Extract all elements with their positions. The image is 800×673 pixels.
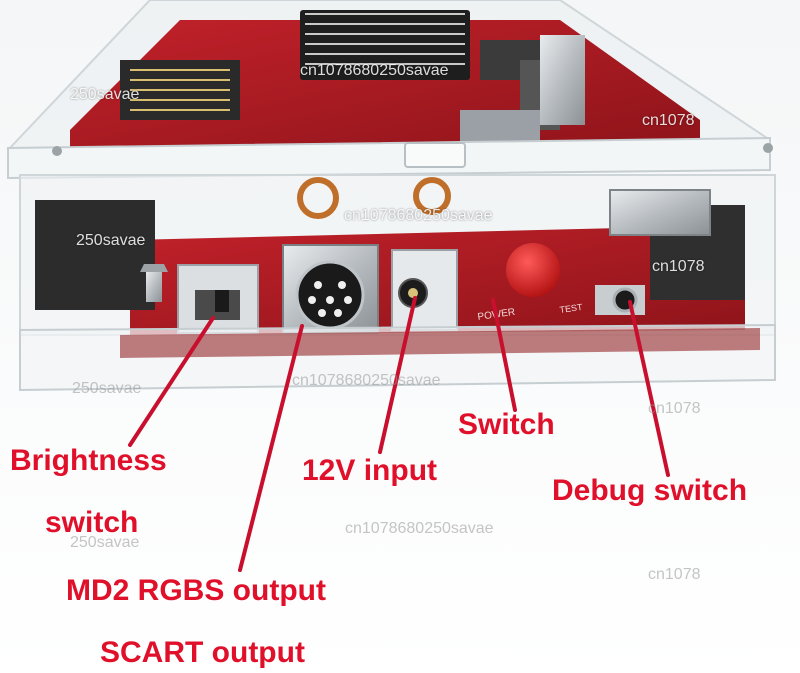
pointer-12v [378,296,417,454]
watermark-8: cn1078680250savae [292,372,441,389]
pointer-brightness [128,316,215,447]
label-md2-rgbs-output: MD2 RGBS output [66,574,326,607]
pointer-debug [628,300,670,477]
label-brightness-switch: switch [45,506,139,539]
pointer-md2-scart [238,324,304,572]
pcb-dark-left [35,200,155,310]
label-switch: Switch [458,408,555,441]
debug-switch-part [595,285,645,315]
db-connector-top [540,35,585,125]
label-12v-input: 12V input [302,454,438,487]
pin-header-row [130,69,230,111]
dc-jack [391,249,458,331]
lid-front-edge [7,136,771,180]
red-push-switch [506,243,560,297]
watermark-2: cn1078680250savae [300,62,449,79]
watermark-7: 250savae [72,380,142,397]
brightness-switch-part [177,264,259,334]
pcb-bottom-edge [120,328,760,358]
label-scart-output: SCART output [100,636,305,669]
watermark-1: 250savae [70,86,140,103]
inductor-1 [297,177,339,219]
brass-screw [140,264,168,302]
watermark-6: cn1078 [652,258,705,275]
watermark-5: cn1078680250savae [344,207,493,224]
corner-screw-left [52,146,62,156]
inductor-2 [413,177,451,215]
label-debug-switch: Debug switch [552,474,748,507]
watermark-11: cn1078680250savae [345,520,494,537]
pointer-switch [491,298,517,412]
silkscreen-test: TEST [559,302,584,315]
label-brightness: Brightness [10,444,167,477]
watermark-4: 250savae [76,232,146,249]
watermark-12: cn1078 [648,566,701,583]
watermark-3: cn1078 [642,112,695,129]
lid-clip [404,142,466,168]
mini-din-connector [282,244,379,334]
db-connector-right [609,189,711,236]
corner-screw-right [763,143,773,153]
chip-pins [305,13,465,65]
watermark-9: cn1078 [648,400,701,417]
pointer-lines [128,296,670,572]
watermark-10: 250savae [70,534,140,551]
